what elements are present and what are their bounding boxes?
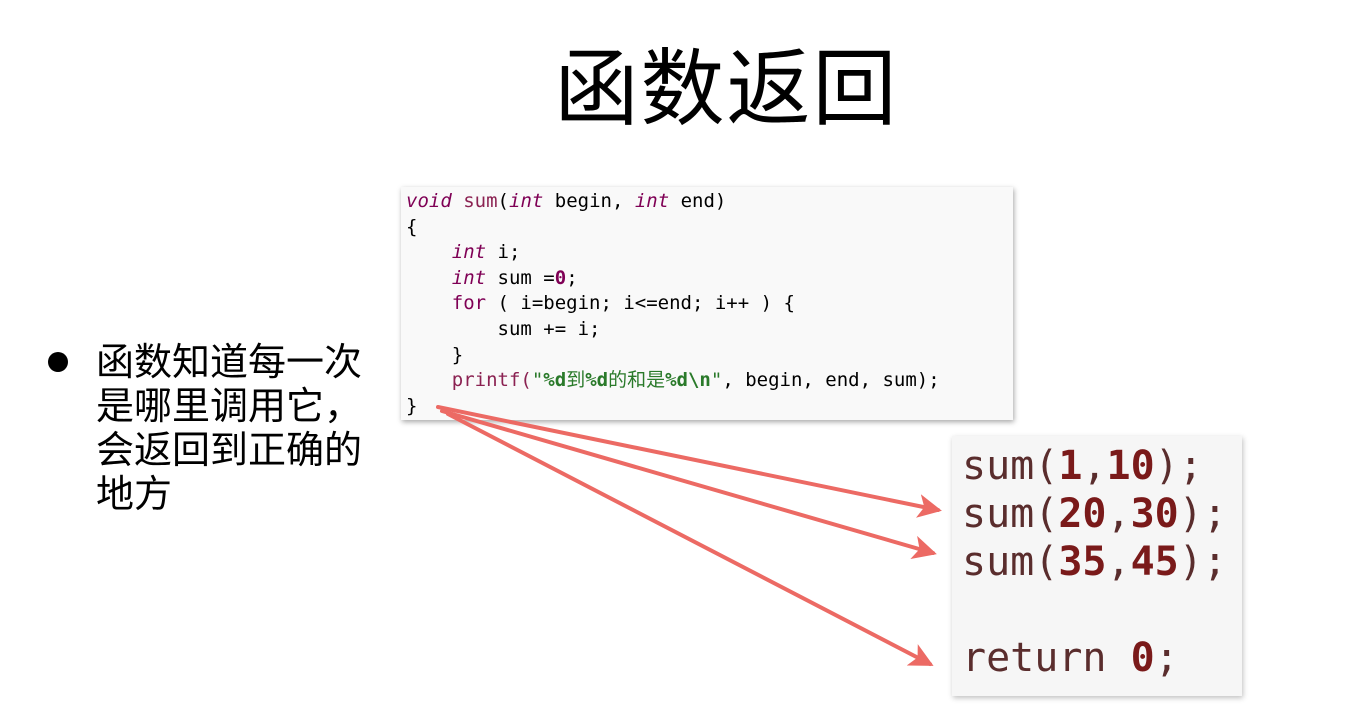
code-line: } bbox=[406, 394, 418, 417]
code-token: sum( bbox=[962, 443, 1059, 489]
code-token bbox=[406, 241, 452, 263]
code-token: %d bbox=[585, 369, 609, 392]
bullet-text: 函数知道每一次是哪里调用它，会返回到正确的地方 bbox=[96, 340, 363, 516]
code-token: void bbox=[406, 190, 452, 212]
code-token: 到 bbox=[566, 369, 586, 392]
code-token bbox=[406, 267, 452, 289]
code-token: , bbox=[1082, 443, 1107, 489]
code-snippet-calls: sum(1,10); sum(20,30); sum(35,45); retur… bbox=[952, 436, 1242, 696]
code-line: int i; bbox=[406, 240, 1013, 266]
code-line: { bbox=[406, 215, 418, 238]
code-token: ; bbox=[566, 266, 578, 289]
code-token: 1 bbox=[1058, 443, 1083, 489]
code-token: ( bbox=[497, 190, 509, 212]
code-token: , begin, end, sum); bbox=[722, 369, 940, 392]
code-token: end) bbox=[669, 190, 727, 212]
arrow-to-call-2 bbox=[440, 409, 937, 559]
code-token: " bbox=[531, 369, 544, 392]
code-token: %d bbox=[543, 369, 567, 392]
code-token: ); bbox=[1154, 443, 1203, 489]
code-token: ; bbox=[1154, 635, 1179, 681]
call-line: return 0; bbox=[962, 634, 1242, 682]
code-token: , bbox=[1106, 491, 1131, 537]
code-token: int bbox=[451, 241, 487, 264]
code-token: %d\n bbox=[665, 369, 711, 392]
code-token: 的和是 bbox=[608, 369, 666, 392]
code-line: } bbox=[406, 343, 464, 366]
code-token: , bbox=[1106, 539, 1131, 585]
code-line: sum += i; bbox=[406, 317, 601, 340]
code-token: sum = bbox=[486, 266, 555, 289]
code-token bbox=[406, 369, 452, 391]
slide-title: 函数返回 bbox=[554, 40, 899, 138]
call-line: sum(1,10); bbox=[962, 442, 1242, 490]
code-line: for ( i=begin; i<=end; i++ ) { bbox=[406, 291, 1013, 317]
code-token: 45 bbox=[1130, 539, 1179, 585]
code-token: int bbox=[509, 190, 544, 212]
code-token: " bbox=[710, 369, 723, 392]
code-token: 10 bbox=[1106, 443, 1155, 489]
call-line: sum(35,45); bbox=[962, 538, 1242, 586]
code-token: int bbox=[451, 266, 487, 289]
call-line: sum(20,30); bbox=[962, 490, 1242, 538]
code-token: int bbox=[634, 190, 670, 212]
code-token: sum( bbox=[962, 539, 1059, 585]
code-snippet-sum-function: void sum(int begin, int end) { int i; in… bbox=[401, 187, 1013, 420]
code-token: 30 bbox=[1130, 491, 1179, 537]
code-token: printf( bbox=[451, 369, 532, 392]
code-token: 20 bbox=[1058, 491, 1107, 537]
code-token: i; bbox=[486, 241, 521, 264]
code-token: 0 bbox=[1130, 635, 1155, 681]
code-line: void sum(int begin, int end) bbox=[406, 189, 1013, 215]
code-token: sum( bbox=[962, 491, 1059, 537]
code-token bbox=[406, 292, 452, 314]
code-token: 0 bbox=[554, 266, 567, 289]
blank-line bbox=[962, 586, 1242, 634]
bullet-point-icon bbox=[48, 352, 68, 372]
code-token: ); bbox=[1178, 539, 1227, 585]
code-token: ); bbox=[1178, 491, 1227, 537]
arrow-to-call-1 bbox=[436, 405, 942, 518]
arrow-to-return bbox=[446, 412, 934, 666]
code-line: printf("%d到%d的和是%d\n", begin, end, sum); bbox=[406, 368, 1013, 394]
code-token: 35 bbox=[1058, 539, 1107, 585]
code-token: return bbox=[962, 635, 1131, 681]
code-token: ( i=begin; i<=end; i++ ) { bbox=[486, 292, 795, 315]
code-token: begin, bbox=[543, 190, 635, 212]
code-token: sum bbox=[463, 190, 498, 212]
code-line: int sum =0; bbox=[406, 266, 1013, 292]
code-token: for bbox=[451, 292, 487, 315]
